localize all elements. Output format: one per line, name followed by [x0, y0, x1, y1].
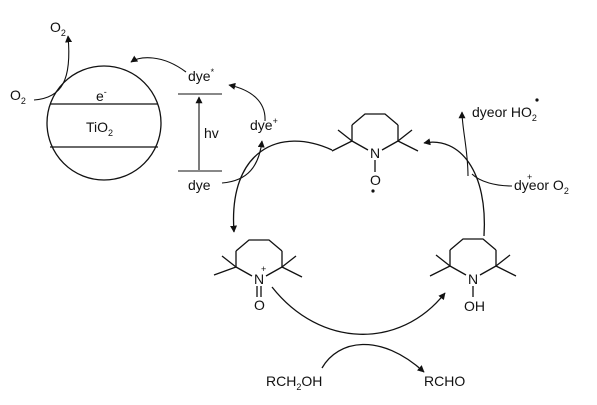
oxo-methyl-l1 [213, 266, 237, 276]
hyd-ring-rn [479, 265, 497, 276]
oxo-o-atom: O [254, 297, 265, 313]
hyd-oh-group: OH [464, 298, 485, 314]
oxidant-product-arrow [458, 111, 469, 177]
oxo-n-atom: N [254, 271, 264, 287]
oxoammonium-to-hydroxylamine-arrow [271, 286, 446, 335]
hyd-ring-ln [449, 265, 467, 276]
oxo-ring-ln [235, 266, 253, 277]
tio2-circle [46, 65, 162, 181]
tempo-methyl-r2 [397, 129, 413, 142]
electron-label: e- [96, 87, 107, 104]
hyd-ring-top [449, 238, 497, 251]
dye-cation-to-excited-arrow [228, 82, 266, 122]
o2-left-label: O2 [10, 87, 26, 106]
oxidant-input-curve [471, 173, 513, 187]
tempo-o-atom: O [370, 172, 381, 188]
hyd-n-atom: N [468, 271, 478, 287]
oxo-methyl-l2 [221, 255, 237, 268]
hydroxylamine-to-tempo-arrow [423, 138, 486, 237]
hv-label: hv [204, 125, 219, 141]
tempo-ring-rn [381, 140, 399, 151]
radical-dot-hooo [535, 98, 539, 102]
tempo-ring-ln [351, 140, 369, 151]
hyd-methyl-r1 [495, 265, 517, 277]
o2-top-label: O2 [50, 19, 66, 38]
hyd-methyl-l2 [435, 254, 451, 267]
dye-to-cation-arrow [221, 140, 265, 184]
tempo-methyl-r1 [397, 140, 419, 152]
dye-ground-label: dye [188, 177, 211, 193]
oxo-methyl-r2 [281, 255, 297, 268]
tempo-molecule: N O [331, 113, 419, 193]
rch2oh-label: RCH2OH [266, 373, 322, 392]
hyd-methyl-r2 [495, 254, 511, 267]
tempo-to-oxoammonium-arrow [230, 140, 333, 233]
hyd-methyl-l1 [429, 265, 451, 277]
o2-reduction-arrow [33, 35, 73, 101]
dye-excited-label: dye* [188, 67, 215, 84]
rcho-label: RCHO [424, 373, 465, 389]
tempo-n-atom: N [370, 145, 380, 161]
tio2-label: TiO2 [86, 119, 113, 138]
radical-dot [371, 189, 375, 193]
tempo-methyl-l1 [331, 140, 353, 152]
electron-injection-arrow [130, 55, 187, 73]
product-top-right-label: dyeor HO2 [472, 104, 537, 123]
oxo-ring-top [235, 239, 283, 252]
oxo-ring-rn [265, 266, 283, 277]
reactant-right-label: dyeor O2 [514, 177, 569, 196]
reactant-dye-charge: + [527, 172, 532, 182]
oxo-methyl-r1 [281, 266, 303, 278]
oxo-charge: + [261, 264, 266, 274]
excitation-scheme: hv [178, 93, 222, 172]
oxoammonium-molecule: N + O [213, 239, 303, 313]
tempo-methyl-l2 [337, 129, 353, 142]
hydroxylamine-molecule: N OH [429, 238, 517, 314]
dye-cation-label: dye+ [250, 116, 278, 133]
tio2-particle: e- TiO2 [46, 65, 162, 181]
tempo-ring-top [351, 113, 399, 126]
alcohol-oxidation-arrow [321, 343, 425, 373]
